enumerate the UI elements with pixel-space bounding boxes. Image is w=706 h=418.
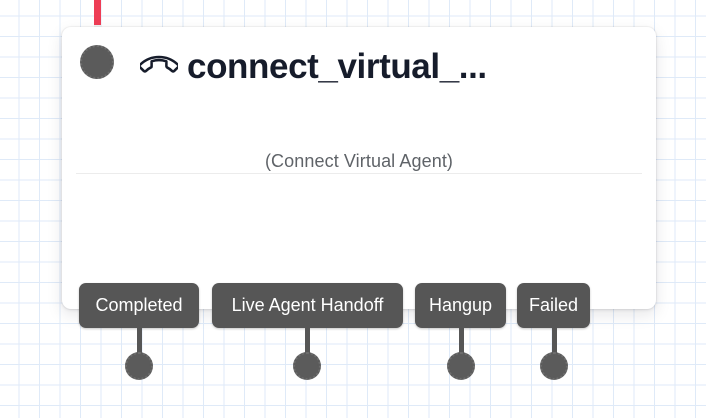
incoming-edge-red-segment[interactable] xyxy=(94,0,101,25)
branch-output-port-dot[interactable] xyxy=(293,352,321,380)
branch-connector-line[interactable] xyxy=(137,328,142,354)
node-card-header: connect_virtual_... (Connect Virtual Age… xyxy=(62,27,656,173)
branch-label-pill[interactable]: Failed xyxy=(517,283,590,328)
branch-label-pill[interactable]: Hangup xyxy=(415,283,506,328)
node-subtitle: (Connect Virtual Agent) xyxy=(264,151,454,171)
branch-output-port-dot[interactable] xyxy=(540,352,568,380)
card-divider xyxy=(76,173,642,174)
branch-label-pill[interactable]: Completed xyxy=(79,283,199,328)
node-title: connect_virtual_... xyxy=(187,46,487,86)
input-port-dot[interactable] xyxy=(80,45,114,79)
branch-connector-line[interactable] xyxy=(552,328,557,354)
connect-virtual-agent-node-card[interactable]: connect_virtual_... (Connect Virtual Age… xyxy=(62,27,656,309)
branch-connector-line[interactable] xyxy=(459,328,464,354)
node-title-row: connect_virtual_... xyxy=(84,46,487,86)
phone-handset-icon xyxy=(139,46,179,86)
branch-label-pill[interactable]: Live Agent Handoff xyxy=(212,283,403,328)
branch-output-port-dot[interactable] xyxy=(125,352,153,380)
branch-output-port-dot[interactable] xyxy=(447,352,475,380)
branch-connector-line[interactable] xyxy=(305,328,310,354)
